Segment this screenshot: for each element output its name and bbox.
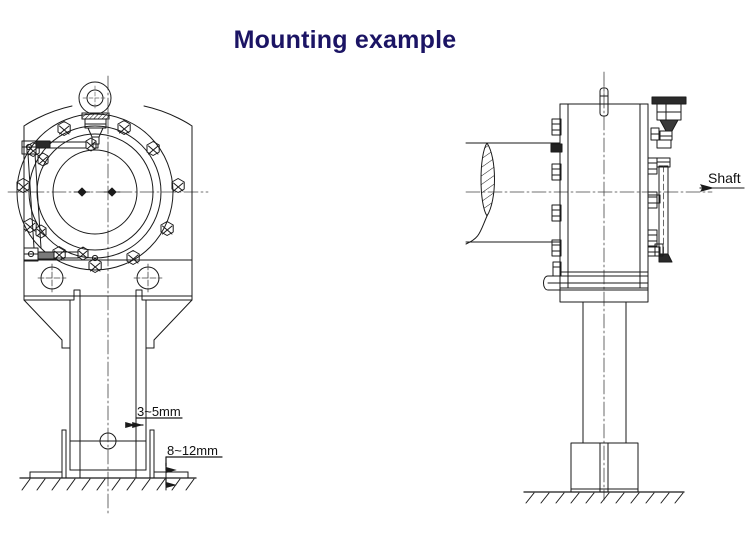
- dimension-label-top: 3~5mm: [137, 404, 181, 419]
- cable-conduit: [647, 157, 673, 263]
- side-view-centerlines: [465, 71, 713, 501]
- foundation-block-side: [570, 442, 639, 493]
- hub-center-markers: [73, 187, 121, 197]
- bolt-head: [23, 218, 37, 233]
- side-bracket-assembly: [21, 137, 97, 262]
- pedestal-column: [23, 289, 193, 479]
- side-view-group: Shaft: [465, 71, 745, 504]
- pedestal-column-side: [582, 301, 627, 444]
- bolt-head: [16, 178, 30, 193]
- dimension-gap-top: [125, 417, 183, 428]
- front-view-group: 3~5mm 8~12mm: [7, 75, 223, 517]
- housing-bottom-boss: [543, 271, 649, 303]
- dimension-label-bottom: 8~12mm: [167, 443, 218, 458]
- shaft-label: Shaft: [708, 170, 741, 186]
- flange-bolts: [16, 120, 185, 273]
- bolt-head: [146, 141, 160, 156]
- cable-junction-box: [650, 96, 687, 149]
- top-probe-stem: [599, 75, 609, 117]
- base-plate: [23, 254, 193, 293]
- ground-line-left: [19, 477, 197, 491]
- bolt-head: [88, 258, 102, 273]
- bolt-head: [117, 120, 131, 135]
- bolt-head: [171, 178, 185, 193]
- dimension-gap-bottom: [165, 456, 223, 491]
- ground-line-right: [523, 491, 685, 504]
- housing-body: [23, 105, 193, 297]
- side-fittings-right: [647, 157, 658, 247]
- bolt-head: [160, 221, 174, 236]
- shaft-body: [465, 142, 561, 245]
- lifting-eye-bolt: [78, 81, 112, 149]
- foundation-base: [29, 429, 189, 479]
- cable-gland-bottom: [647, 246, 661, 257]
- bolt-head: [57, 121, 71, 136]
- bolt-head: [126, 250, 140, 265]
